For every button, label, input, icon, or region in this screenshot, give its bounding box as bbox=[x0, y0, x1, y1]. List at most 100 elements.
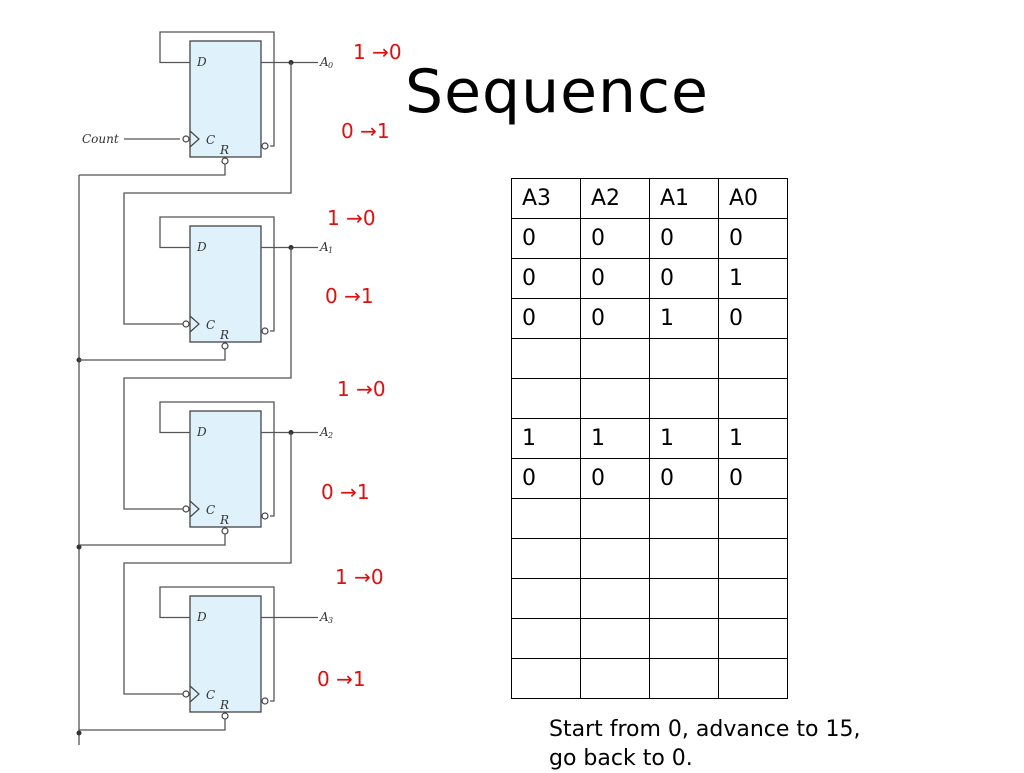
d-pin-label: D bbox=[196, 240, 207, 254]
transition-a2-bottom: 0 →1 bbox=[321, 480, 370, 504]
output-label: A bbox=[319, 240, 329, 254]
table-cell bbox=[718, 618, 788, 659]
clock-bubble bbox=[182, 690, 190, 698]
table-cell: 1 bbox=[718, 418, 788, 459]
output-subscript: 2 bbox=[327, 431, 333, 440]
flipflop-body bbox=[189, 225, 262, 343]
table-cell bbox=[649, 618, 719, 659]
table-row bbox=[511, 658, 788, 699]
transition-a0-top: 1 →0 bbox=[353, 40, 402, 64]
table-cell: 1 bbox=[649, 298, 719, 339]
table-row bbox=[511, 618, 788, 659]
table-cell bbox=[511, 378, 581, 419]
clock-triangle bbox=[189, 130, 200, 148]
table-cell: 0 bbox=[649, 258, 719, 299]
feedback-wire bbox=[159, 586, 275, 702]
ripple-clock-wire bbox=[123, 432, 292, 695]
reset-bubble bbox=[221, 527, 229, 535]
junction-dot bbox=[76, 730, 82, 736]
table-cell bbox=[649, 658, 719, 699]
table-cell bbox=[511, 658, 581, 699]
table-cell: 0 bbox=[511, 218, 581, 259]
table-cell bbox=[511, 538, 581, 579]
table-cell: A0 bbox=[718, 178, 788, 219]
table-cell bbox=[718, 658, 788, 699]
flipflop-body bbox=[189, 595, 262, 713]
clock-triangle bbox=[189, 315, 200, 333]
table-cell: 0 bbox=[511, 258, 581, 299]
clock-triangle bbox=[189, 685, 200, 703]
r-pin-label: R bbox=[219, 698, 229, 712]
table-cell: A3 bbox=[511, 178, 581, 219]
table-cell: 0 bbox=[718, 298, 788, 339]
table-cell bbox=[511, 618, 581, 659]
qbar-bubble bbox=[261, 697, 269, 705]
c-pin-label: C bbox=[206, 503, 215, 517]
output-label: A bbox=[319, 610, 329, 624]
reset-wire bbox=[79, 164, 226, 176]
table-cell bbox=[511, 338, 581, 379]
table-row bbox=[511, 378, 788, 419]
table-cell bbox=[580, 578, 650, 619]
d-pin-label: D bbox=[196, 425, 207, 439]
table-cell bbox=[718, 578, 788, 619]
reset-bubble bbox=[221, 712, 229, 720]
table-cell bbox=[580, 658, 650, 699]
table-cell: 1 bbox=[511, 418, 581, 459]
table-cell: 1 bbox=[649, 418, 719, 459]
reset-bubble bbox=[221, 342, 229, 350]
count-input-label: Count bbox=[82, 132, 119, 146]
c-pin-label: C bbox=[206, 318, 215, 332]
table-cell: 0 bbox=[511, 458, 581, 499]
table-cell bbox=[718, 338, 788, 379]
reset-wire bbox=[79, 534, 226, 546]
qbar-bubble bbox=[261, 512, 269, 520]
table-cell bbox=[580, 378, 650, 419]
r-pin-label: R bbox=[219, 328, 229, 342]
r-pin-label: R bbox=[219, 513, 229, 527]
reset-bubble bbox=[221, 157, 229, 165]
output-label: A bbox=[319, 425, 329, 439]
table-cell: 1 bbox=[580, 418, 650, 459]
table-cell bbox=[649, 338, 719, 379]
table-cell bbox=[718, 378, 788, 419]
slide-title: Sequence bbox=[405, 57, 709, 127]
qbar-bubble bbox=[261, 142, 269, 150]
output-subscript: 3 bbox=[328, 616, 333, 625]
table-cell bbox=[718, 538, 788, 579]
d-pin-label: D bbox=[196, 55, 207, 69]
output-subscript: 0 bbox=[328, 61, 333, 70]
table-cell: 0 bbox=[580, 258, 650, 299]
table-cell bbox=[649, 498, 719, 539]
c-pin-label: C bbox=[206, 133, 215, 147]
table-cell: 0 bbox=[511, 298, 581, 339]
table-row bbox=[511, 498, 788, 539]
clock-bubble bbox=[182, 320, 190, 328]
ripple-clock-wire bbox=[123, 247, 292, 510]
table-cell: 0 bbox=[580, 218, 650, 259]
table-cell: A1 bbox=[649, 178, 719, 219]
feedback-wire bbox=[159, 401, 275, 517]
transition-a1-bottom: 0 →1 bbox=[325, 284, 374, 308]
flipflop-body bbox=[189, 410, 262, 528]
table-cell bbox=[718, 498, 788, 539]
table-cell: 0 bbox=[580, 458, 650, 499]
d-pin-label: D bbox=[196, 610, 207, 624]
qbar-bubble bbox=[261, 327, 269, 335]
table-cell bbox=[649, 538, 719, 579]
table-cell: A2 bbox=[580, 178, 650, 219]
clock-bubble bbox=[182, 505, 190, 513]
table-cell: 0 bbox=[649, 218, 719, 259]
output-label: A bbox=[319, 55, 329, 69]
table-cell bbox=[511, 498, 581, 539]
table-cell bbox=[580, 618, 650, 659]
